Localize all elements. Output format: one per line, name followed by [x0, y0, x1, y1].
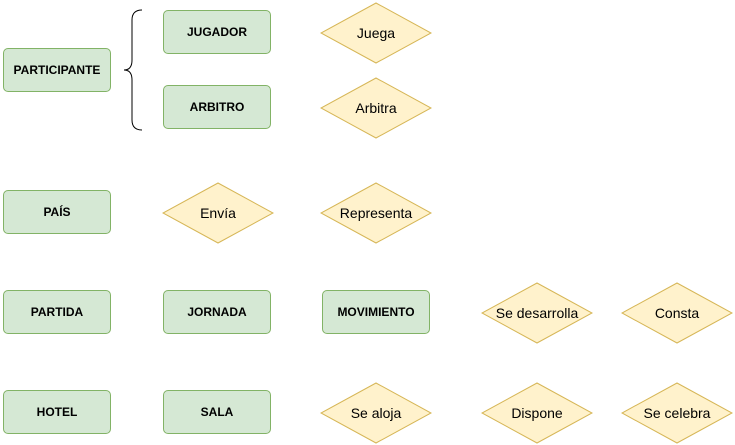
relationship-juega[interactable]: Juega: [320, 2, 432, 64]
diamond-shape: [320, 77, 432, 139]
entity-movimiento[interactable]: MOVIMIENTO: [322, 290, 430, 334]
entity-hotel[interactable]: HOTEL: [3, 390, 111, 434]
entity-participante[interactable]: PARTICIPANTE: [3, 48, 111, 92]
diamond-shape: [162, 182, 274, 244]
relationship-label: Representa: [339, 205, 413, 221]
relationship-label: Arbitra: [355, 100, 397, 116]
diamond-shape: [621, 382, 733, 444]
relationship-envia[interactable]: Envía: [162, 182, 274, 244]
diamond-shape: [481, 382, 593, 444]
entity-arbitro[interactable]: ARBITRO: [163, 85, 271, 129]
relationship-se-celebra[interactable]: Se celebra: [621, 382, 733, 444]
entity-label: MOVIMIENTO: [337, 305, 415, 319]
diamond-shape: [320, 2, 432, 64]
relationship-arbitra[interactable]: Arbitra: [320, 77, 432, 139]
relationship-consta[interactable]: Consta: [621, 282, 733, 344]
entity-pais[interactable]: PAÍS: [3, 190, 111, 234]
entity-label: JUGADOR: [186, 25, 247, 39]
diamond-shape: [320, 182, 432, 244]
diamond-shape: [621, 282, 733, 344]
entity-jugador[interactable]: JUGADOR: [163, 10, 271, 54]
relationship-se-aloja[interactable]: Se aloja: [320, 382, 432, 444]
entity-label: ARBITRO: [189, 100, 245, 114]
entity-label: SALA: [200, 405, 234, 419]
entity-partida[interactable]: PARTIDA: [3, 290, 111, 334]
entity-label: JORNADA: [187, 305, 247, 319]
relationship-dispone[interactable]: Dispone: [481, 382, 593, 444]
relationship-label: Se desarrolla: [495, 305, 579, 321]
relationship-label: Dispone: [511, 405, 563, 421]
relationship-label: Juega: [356, 25, 396, 41]
curly-brace: [124, 9, 143, 131]
relationship-label: Envía: [200, 205, 236, 221]
entity-label: PARTICIPANTE: [13, 63, 101, 77]
diamond-shape: [320, 382, 432, 444]
entity-jornada[interactable]: JORNADA: [163, 290, 271, 334]
relationship-label: Consta: [654, 305, 700, 321]
relationship-label: Se aloja: [350, 405, 402, 421]
entity-label: HOTEL: [36, 405, 78, 419]
entity-label: PAÍS: [43, 205, 71, 219]
diamond-shape: [481, 282, 593, 344]
relationship-representa[interactable]: Representa: [320, 182, 432, 244]
relationship-label: Se celebra: [643, 405, 711, 421]
entity-label: PARTIDA: [30, 305, 84, 319]
relationship-se-desarrolla[interactable]: Se desarrolla: [481, 282, 593, 344]
entity-sala[interactable]: SALA: [163, 390, 271, 434]
